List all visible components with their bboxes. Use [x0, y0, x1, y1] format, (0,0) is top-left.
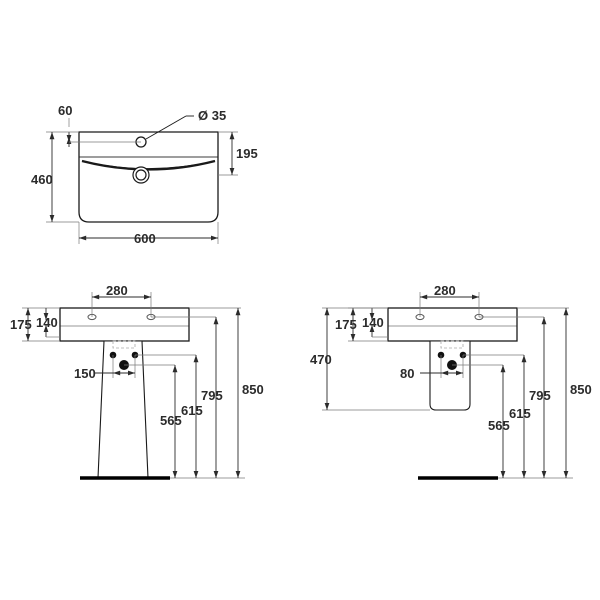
sp-dim-795: 795: [479, 316, 551, 478]
elevation-full-pedestal: 280 175 140 150 565: [10, 283, 264, 480]
fp-dim-850: 850: [189, 307, 264, 478]
fp-dim-565: 565: [124, 364, 182, 478]
plan-tap-hole: Ø 35: [135, 108, 226, 148]
fp-basin-body: [59, 307, 190, 342]
label-plan-bowl-depth: 195: [236, 146, 258, 161]
label-fp-waste-height: 565: [160, 413, 182, 428]
fp-dim-615: 615: [135, 354, 203, 478]
sp-dim-140: 140: [362, 308, 388, 338]
plan-waste-outlet: [132, 166, 150, 184]
elevation-semi-pedestal: 280 175 140 470 80: [310, 283, 592, 480]
sp-dim-80: 80: [400, 355, 464, 381]
waste-inner-ring: [135, 169, 147, 181]
label-sp-pedestal-drop: 470: [310, 352, 332, 367]
sp-basin-rect: [387, 307, 518, 342]
label-plan-overall-depth: 460: [31, 172, 53, 187]
sp-dim-615: 615: [463, 354, 531, 478]
label-sp-basin-underside: 795: [529, 388, 551, 403]
fp-dim-280: 280: [91, 283, 152, 317]
sp-dim-280: 280: [419, 283, 480, 317]
label-sp-supply-height: 615: [509, 406, 531, 421]
label-fp-basin-underside: 795: [201, 388, 223, 403]
label-sp-back-lower: 140: [362, 315, 384, 330]
plan-bowl-rim-inner: [81, 160, 216, 169]
plan-dim-600: 600: [78, 222, 219, 246]
sp-dim-565: 565: [452, 364, 510, 478]
label-fp-supply-height: 615: [181, 403, 203, 418]
sp-basin-body: [387, 307, 518, 342]
label-fp-back-upper: 175: [10, 317, 32, 332]
sp-pedestal-body: [429, 340, 471, 411]
fp-dim-795: 795: [151, 316, 223, 478]
fp-dim-175: 175: [10, 307, 60, 342]
fp-dim-150: 150: [74, 355, 136, 381]
plan-dim-195: 195: [218, 131, 258, 176]
plan-view: Ø 35 60 195 460: [31, 103, 258, 246]
label-fp-supply-spacing: 150: [74, 366, 96, 381]
plan-dim-460: 460: [31, 131, 79, 223]
tap-hole-leader: [145, 115, 187, 140]
sp-dim-850: 850: [517, 307, 592, 478]
label-fp-rim-height: 850: [242, 382, 264, 397]
label-sp-supply-spacing: 80: [400, 366, 414, 381]
label-plan-overall-width: 600: [134, 231, 156, 246]
fp-dim-140: 140: [36, 308, 60, 338]
fp-basin-rect: [59, 307, 190, 342]
label-sp-waste-height: 565: [488, 418, 510, 433]
plan-dim-60: 60: [58, 103, 141, 147]
label-sp-tap-spacing: 280: [434, 283, 456, 298]
label-plan-tap-offset: 60: [58, 103, 72, 118]
sp-dim-470: 470: [310, 307, 430, 411]
fp-hidden-detail: [112, 340, 136, 349]
sp-hidden-detail: [440, 340, 464, 349]
label-fp-tap-spacing: 280: [106, 283, 128, 298]
label-sp-rim-height: 850: [570, 382, 592, 397]
label-tap-hole-diameter: Ø 35: [198, 108, 226, 123]
label-fp-back-lower: 140: [36, 315, 58, 330]
sp-semi-pedestal: [429, 340, 471, 411]
label-sp-back-upper: 175: [335, 317, 357, 332]
